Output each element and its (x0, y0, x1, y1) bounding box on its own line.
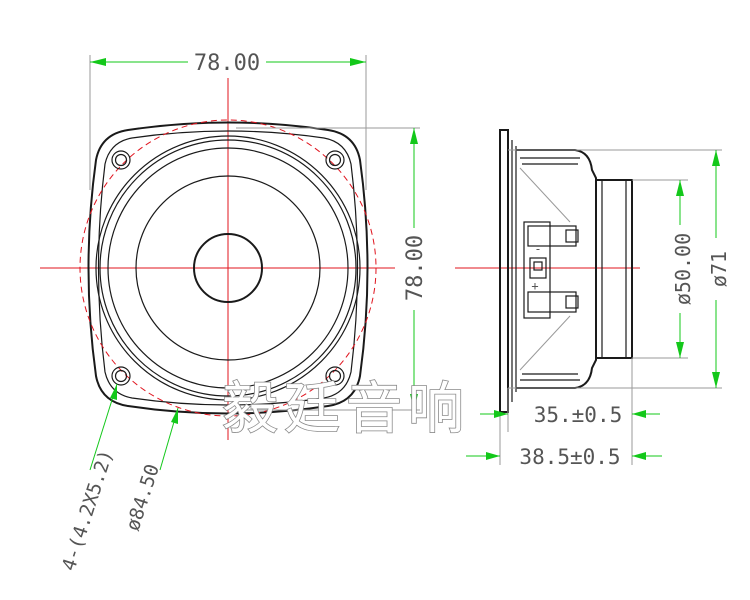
front-height-label: 78.00 (403, 235, 428, 301)
width-arrow-right (350, 58, 366, 66)
mount-hole-label: 4-(4.2X5.2) (58, 447, 118, 573)
outer-diameter-circle (79, 119, 377, 417)
surround-outer-ring (95, 135, 361, 401)
height-arrow-bottom (410, 394, 418, 410)
outer-diameter-leader-arrow (171, 408, 178, 424)
mount-hole-bottom-right (325, 366, 345, 386)
outer-diameter-label: ø84.50 (122, 461, 164, 533)
depth-total-arrow-left (486, 452, 500, 460)
mount-hole-top-left (111, 150, 131, 170)
depth-inner-arrow-right (632, 410, 646, 418)
surround-ring-3 (107, 147, 349, 389)
height-arrow-top (410, 128, 418, 144)
depth-total-label: 38.5±0.5 (519, 445, 620, 469)
surround-ring-2 (99, 139, 357, 397)
width-arrow-left (90, 58, 106, 66)
cone-outer-ring (135, 175, 321, 361)
terminal-plus-label: + (531, 279, 538, 293)
magnet-diameter-arrow-top (676, 180, 684, 196)
depth-inner-arrow-left (494, 410, 508, 418)
side-magnet (595, 179, 633, 359)
dust-cap (193, 233, 263, 303)
depth-total-arrow-right (632, 452, 646, 460)
brand-watermark: 毅廷音响 (222, 377, 470, 442)
mount-hole-leader-arrow (110, 384, 117, 400)
frame-diameter-arrow-top (712, 150, 720, 166)
frame-outline (87, 121, 369, 415)
magnet-diameter-arrow-bottom (676, 342, 684, 358)
side-basket-diag-2 (519, 315, 571, 371)
terminal-minus-label: - (534, 242, 541, 256)
frame-diameter-arrow-bottom (712, 372, 720, 388)
mount-hole-bottom-left (111, 366, 131, 386)
side-view: - + ø50.00 ø71 35.±0.5 38.5±0.5 (455, 129, 731, 469)
side-flange (499, 129, 509, 413)
frame-inner-outline (97, 130, 359, 406)
side-basket (516, 149, 597, 389)
terminal-block (523, 221, 579, 319)
front-width-label: 78.00 (194, 51, 260, 76)
side-basket-diag-1 (519, 167, 571, 223)
front-view: 78.00 78.00 4-(4.2X5.2) ø84.50 (40, 51, 428, 574)
mount-hole-top-right (325, 150, 345, 170)
depth-inner-label: 35.±0.5 (534, 403, 623, 427)
magnet-diameter-label: ø50.00 (671, 233, 695, 305)
frame-diameter-label: ø71 (707, 251, 731, 287)
